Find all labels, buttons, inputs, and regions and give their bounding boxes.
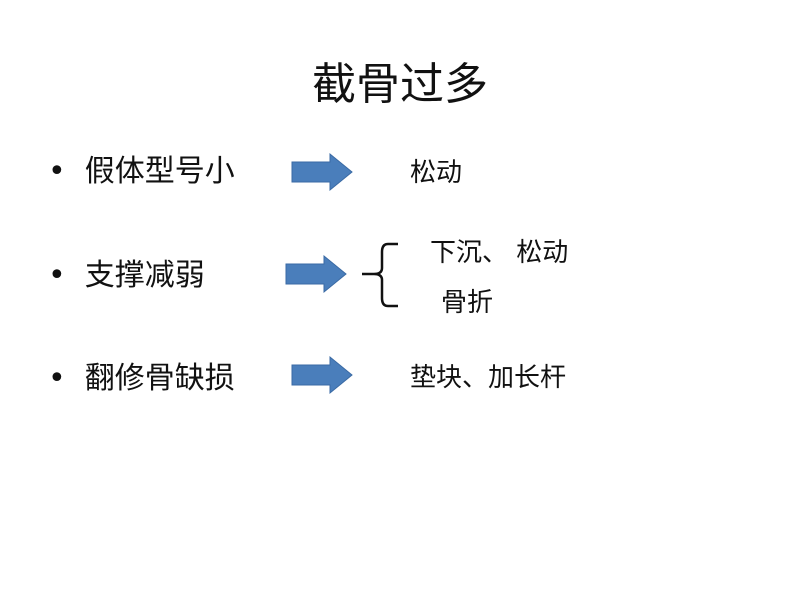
bullet-item: • 假体型号小 [48,146,235,190]
right-arrow-icon [291,152,353,192]
slide-title: 截骨过多 [312,59,488,110]
bullet-text: 翻修骨缺损 [84,361,235,396]
bullet-marker: • [48,361,66,396]
bullet-item: • 支撑减弱 [48,250,205,294]
right-arrow-icon [291,355,353,395]
result-text: 垫块、加长杆 [410,363,567,393]
result-text: 下沉、 松动 [430,238,569,268]
bullet-text: 假体型号小 [84,154,235,189]
right-arrow-icon [285,254,347,294]
result-text: 骨折 [441,288,494,318]
bullet-item: • 翻修骨缺损 [48,353,235,397]
result-text: 松动 [410,158,463,188]
bullet-text: 支撑减弱 [84,258,205,293]
bullet-marker: • [48,154,66,189]
left-brace-icon [362,242,398,308]
bullet-marker: • [48,258,66,293]
